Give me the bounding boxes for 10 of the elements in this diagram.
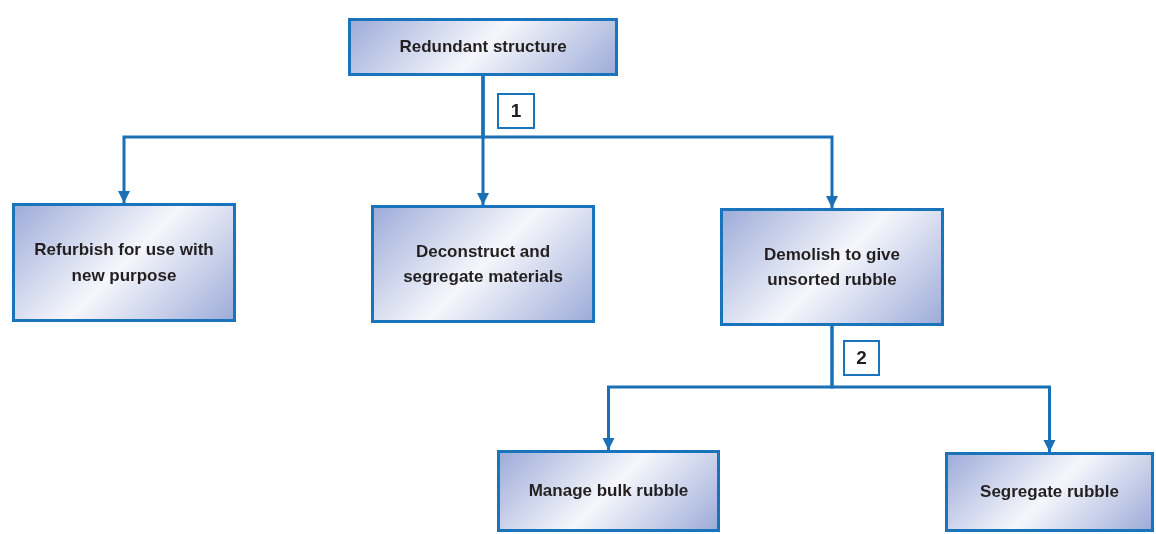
connector-arrow	[481, 76, 838, 208]
process-box: Deconstruct and segregate materials	[371, 205, 595, 323]
process-box: Refurbish for use with new purpose	[12, 203, 236, 322]
process-box: Segregate rubble	[945, 452, 1154, 532]
process-box: Manage bulk rubble	[497, 450, 720, 532]
step-number-box: 2	[843, 340, 880, 376]
process-box: Demolish to give unsorted rubble	[720, 208, 944, 326]
process-box: Redundant structure	[348, 18, 618, 76]
step-number-box: 1	[497, 93, 535, 129]
connector-arrow	[830, 326, 1056, 452]
